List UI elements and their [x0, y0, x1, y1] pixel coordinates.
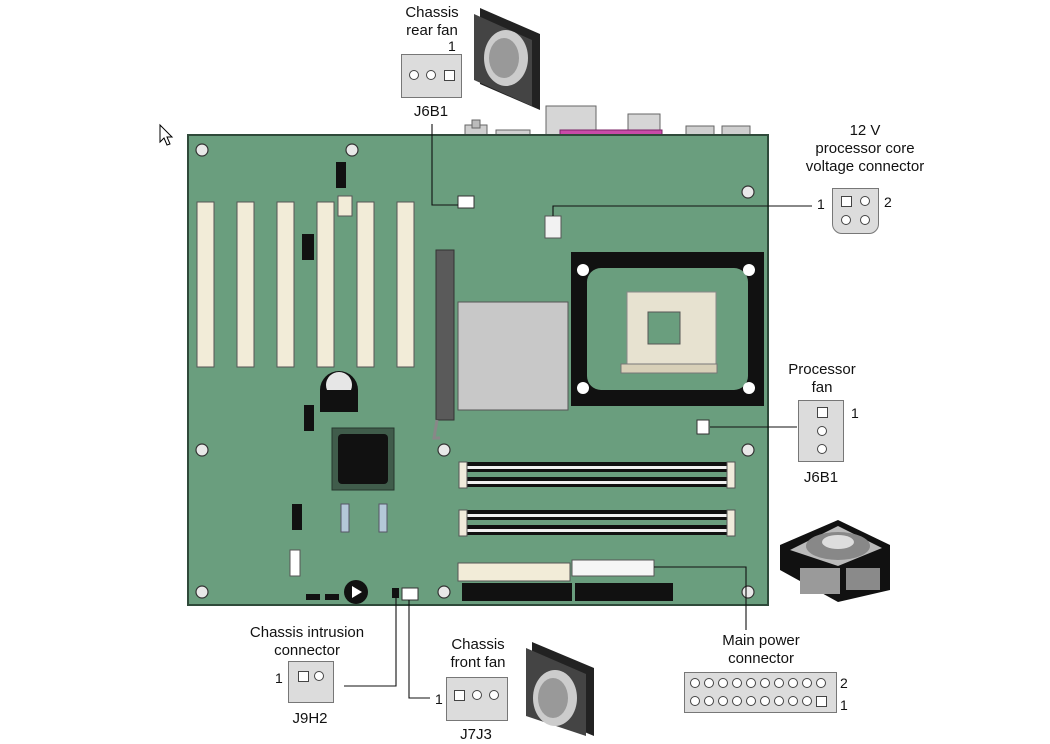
cpu-power-title-line2: processor core [815, 140, 915, 157]
main-power-pin2-label: 2 [840, 675, 848, 691]
cpu-power-title-line1: 12 V [849, 122, 881, 139]
cpu-power-connector [832, 188, 879, 234]
front-fan-title: Chassis front fan [440, 636, 516, 672]
main-power-connector [684, 672, 837, 713]
intrusion-title-line1: Chassis intrusion [249, 624, 365, 641]
cpu-fan-pin-label: 1 [851, 405, 859, 421]
cpu-fan-connector [798, 400, 844, 462]
rear-fan-title-line2: rear fan [406, 22, 458, 39]
agp-slot [435, 249, 455, 421]
rear-fan-connector [401, 54, 462, 98]
main-power-title: Main power connector [696, 632, 826, 668]
pci-slots [196, 201, 415, 368]
mouse-cursor-icon [159, 123, 174, 146]
intrusion-title-line2: connector [274, 642, 340, 659]
cpu-fan-ref: J6B1 [803, 469, 839, 486]
leader-lines [344, 124, 812, 699]
intrusion-connector [288, 661, 334, 703]
chipset-heatsink [457, 301, 569, 411]
intrusion-title: Chassis intrusion connector [232, 624, 382, 660]
main-power-title-line1: Main power [722, 632, 800, 649]
front-fan-title-line2: front fan [450, 654, 506, 671]
cpu-power-title-line3: voltage connector [805, 158, 925, 175]
front-fan-connector [446, 677, 508, 721]
rear-fan-title-line1: Chassis [405, 4, 459, 21]
main-power-pin1-label: 1 [840, 697, 848, 713]
intrusion-ref: J9H2 [292, 710, 328, 727]
processor-heatsink-fan-icon [780, 520, 890, 602]
cpu-power-title: 12 V processor core voltage connector [790, 122, 940, 176]
cpu-fan-title: Processor fan [778, 361, 866, 397]
rear-fan-icon [474, 8, 540, 110]
cpu-fan-title-line1: Processor [788, 361, 856, 378]
front-fan-pin-label: 1 [435, 691, 443, 707]
rear-fan-title: Chassis rear fan [396, 4, 468, 40]
front-fan-title-line1: Chassis [451, 636, 505, 653]
dimm-slots [458, 461, 736, 537]
main-power-title-line2: connector [728, 650, 794, 667]
cpu-power-pin2-label: 2 [884, 194, 892, 210]
front-fan-ref: J7J3 [460, 726, 492, 743]
cpu-power-pin1-label: 1 [817, 196, 825, 212]
intrusion-pin-label: 1 [275, 670, 283, 686]
mounting-holes [195, 143, 755, 599]
rear-fan-ref: J6B1 [413, 103, 449, 120]
front-fan-icon [526, 642, 594, 736]
main-power-board-connector [571, 559, 655, 577]
cpu-fan-title-line2: fan [811, 379, 833, 396]
rear-fan-pin-label: 1 [448, 38, 456, 54]
